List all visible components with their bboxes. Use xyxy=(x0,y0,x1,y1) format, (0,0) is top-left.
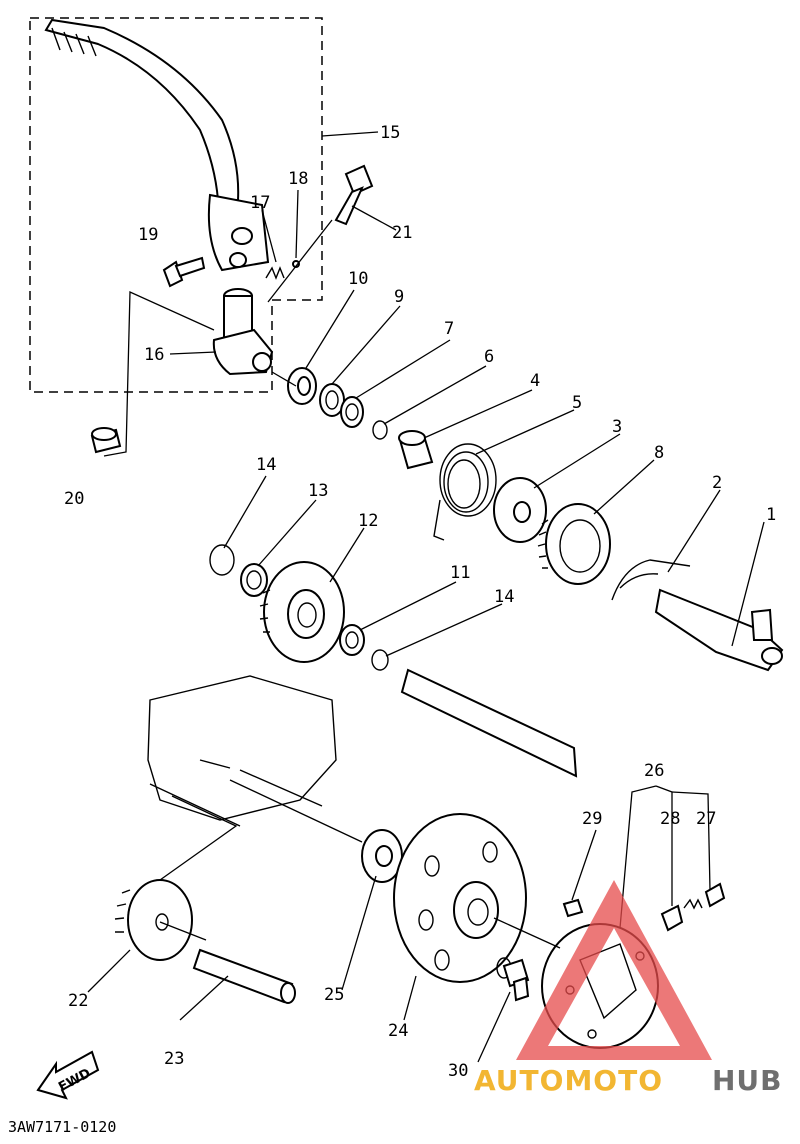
callout-3: 3 xyxy=(612,417,622,437)
part-torsion-spring-5 xyxy=(433,443,497,541)
callout-6: 6 xyxy=(484,347,494,367)
callout-4: 4 xyxy=(530,371,540,391)
part-washer-7 xyxy=(340,396,364,428)
callout-20: 20 xyxy=(64,489,84,509)
part-kick-lever xyxy=(44,18,270,272)
part-primary-drive-gear-22 xyxy=(114,879,193,961)
callout-8: 8 xyxy=(654,443,664,463)
part-collar-20 xyxy=(90,427,122,454)
part-main-shaft xyxy=(400,668,578,778)
fwd-arrow: FWD xyxy=(36,1050,100,1100)
callout-25: 25 xyxy=(324,985,344,1005)
watermark-triangle xyxy=(516,880,712,1060)
callout-22: 22 xyxy=(68,991,88,1011)
callout-13: 13 xyxy=(308,481,328,501)
callout-28: 28 xyxy=(660,809,680,829)
part-washer-10 xyxy=(287,367,317,405)
callout-30: 30 xyxy=(448,1061,468,1081)
part-ratchet-gear-8 xyxy=(537,503,611,585)
watermark-logo: AUTOMOTO HUB xyxy=(474,880,783,1097)
part-bolt-30 xyxy=(502,958,530,1002)
callout-14-upper: 14 xyxy=(256,455,276,475)
part-pin-29 xyxy=(562,898,584,918)
part-plug-27 xyxy=(704,882,726,908)
part-spring-27 xyxy=(683,898,703,910)
kick-lever-assembly-box xyxy=(29,17,323,393)
callout-labels: 1 2 3 4 5 6 7 8 9 10 11 12 13 14 14 15 1… xyxy=(64,123,776,1081)
callout-14-lower: 14 xyxy=(494,587,514,607)
part-spring-17 xyxy=(265,266,285,280)
callout-24: 24 xyxy=(388,1021,408,1041)
part-kick-axle-1 xyxy=(654,588,784,672)
part-primary-driven-gear-24 xyxy=(393,813,527,983)
part-bolt-21 xyxy=(334,164,374,226)
part-washer-11 xyxy=(339,624,365,656)
callout-9: 9 xyxy=(394,287,404,307)
part-washer-3 xyxy=(493,477,547,543)
part-pin-23 xyxy=(192,948,296,1004)
callout-11: 11 xyxy=(450,563,470,583)
watermark-text-automoto: AUTOMOTO xyxy=(474,1064,663,1097)
part-bolt-19 xyxy=(162,256,206,288)
part-boss-16 xyxy=(212,288,274,376)
part-spring-28 xyxy=(660,904,684,932)
callout-2: 2 xyxy=(712,473,722,493)
callout-27: 27 xyxy=(696,809,716,829)
callout-19: 19 xyxy=(138,225,158,245)
callout-26: 26 xyxy=(644,761,664,781)
crankcase-outline xyxy=(147,675,337,821)
callout-21: 21 xyxy=(392,223,412,243)
part-circlip-14-upper xyxy=(209,544,235,576)
callout-16: 16 xyxy=(144,345,164,365)
callout-10: 10 xyxy=(348,269,368,289)
callout-17: 17 xyxy=(250,193,270,213)
assembly-centerlines xyxy=(103,219,561,949)
part-washer-13 xyxy=(240,563,268,597)
callout-5: 5 xyxy=(572,393,582,413)
callout-23: 23 xyxy=(164,1049,184,1069)
callout-7: 7 xyxy=(444,319,454,339)
diagram-code: 3AW7171-0120 xyxy=(8,1118,116,1136)
callout-29: 29 xyxy=(582,809,602,829)
callout-leaders xyxy=(87,131,765,1063)
part-circlip-14-lower xyxy=(371,649,389,671)
callout-12: 12 xyxy=(358,511,378,531)
callout-18: 18 xyxy=(288,169,308,189)
watermark-text-hub: HUB xyxy=(712,1064,783,1097)
callout-1: 1 xyxy=(766,505,776,525)
part-idle-gear-12 xyxy=(259,561,345,663)
part-clip-2 xyxy=(611,559,691,601)
part-circlip-6 xyxy=(372,420,388,440)
callout-15: 15 xyxy=(380,123,400,143)
